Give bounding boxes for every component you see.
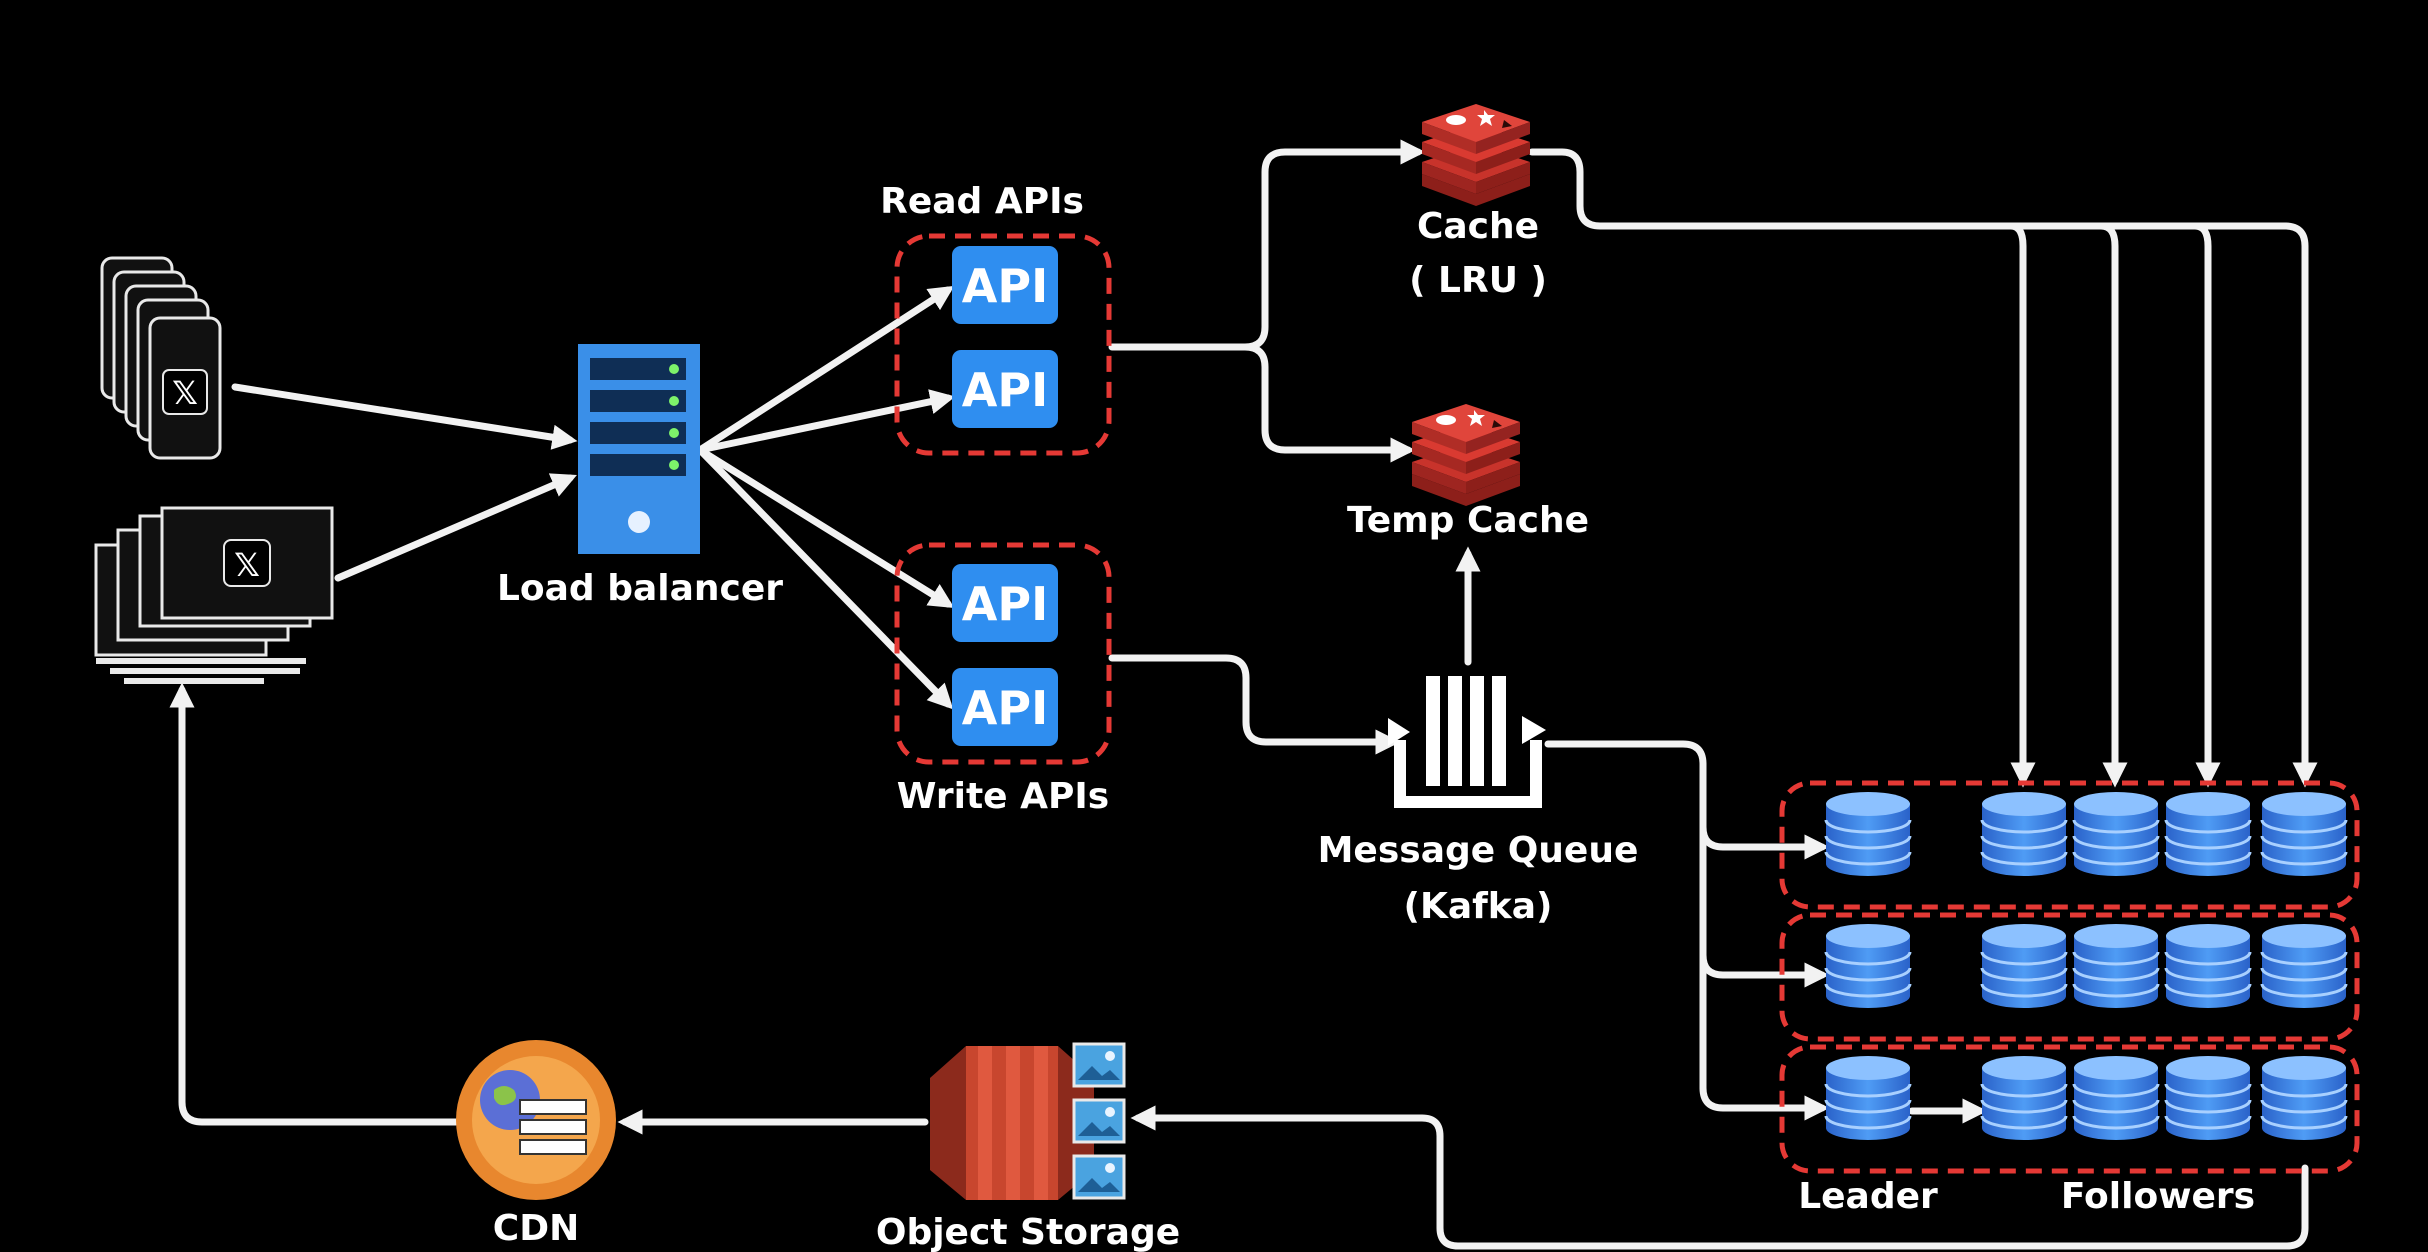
followers-label: Followers xyxy=(2061,1176,2255,1217)
connectors xyxy=(169,139,2318,1250)
cdn-label: CDN xyxy=(493,1208,579,1249)
lb-to-read-api-2-arrow xyxy=(696,389,956,454)
bus-drop-2 xyxy=(2097,222,2119,774)
monitors-stack: 𝕏 xyxy=(94,506,334,684)
server-icon xyxy=(578,344,700,554)
follower-db-3-1 xyxy=(1980,1054,2068,1142)
monitors-to-lb-arrow xyxy=(334,473,577,582)
cache-label: Cache xyxy=(1417,206,1539,247)
db-cluster-2 xyxy=(1779,912,2360,1042)
image-icon xyxy=(1072,1042,1126,1088)
follower-db-1-4 xyxy=(2260,790,2348,878)
phones-stack: 𝕏 xyxy=(100,256,222,460)
db-cluster-1 xyxy=(1779,780,2360,910)
leader-db-2 xyxy=(1824,922,1912,1010)
read-api-2-label: API xyxy=(962,363,1048,417)
message-queue-icon xyxy=(1388,676,1546,808)
lb-to-read-api-1-arrow xyxy=(696,285,955,454)
bus-drop-1 xyxy=(2007,222,2027,774)
read-apis-group xyxy=(894,233,1112,456)
load-balancer-label: Load balancer xyxy=(497,568,783,609)
queue-to-db-trunk xyxy=(1544,740,1707,1092)
read-api-1-label: API xyxy=(962,259,1048,313)
image-icon xyxy=(1072,1098,1126,1144)
follower-db-3-4 xyxy=(2260,1054,2348,1142)
follower-db-2-4 xyxy=(2260,922,2348,1010)
message-queue-impl-label: (Kafka) xyxy=(1404,886,1553,927)
write-apis-label: Write APIs xyxy=(897,776,1109,817)
db-cluster-3 xyxy=(1779,1044,2360,1174)
follower-db-2-1 xyxy=(1980,922,2068,1010)
follower-db-1-2 xyxy=(2072,790,2160,878)
queue-to-leader-2-arrow xyxy=(1699,951,1830,988)
queue-to-leader-3-arrow xyxy=(1699,1084,1830,1121)
read-apis-to-temp-cache-arrow xyxy=(1241,343,1416,463)
write-api-1-label: API xyxy=(962,577,1048,631)
lb-to-write-api-1-arrow xyxy=(696,446,955,608)
cdn-to-clients-line xyxy=(178,696,460,1126)
monitor-x-logo: 𝕏 xyxy=(234,546,260,584)
follower-db-2-2 xyxy=(2072,922,2160,1010)
cache-redis-icon xyxy=(1422,104,1530,206)
queue-to-leader-1-arrow xyxy=(1699,823,1830,860)
s3-bucket-icon xyxy=(930,1046,1094,1200)
bus-drop-3 xyxy=(2191,222,2212,774)
write-apis-group xyxy=(894,542,1112,765)
message-queue-label: Message Queue xyxy=(1318,830,1639,871)
follower-db-2-3 xyxy=(2164,922,2252,1010)
follower-db-3-2 xyxy=(2072,1054,2160,1142)
follower-db-1-3 xyxy=(2164,790,2252,878)
follower-db-3-3 xyxy=(2164,1054,2252,1142)
write-api-2-label: API xyxy=(962,681,1048,735)
leader-label: Leader xyxy=(1798,1176,1938,1217)
read-apis-label: Read APIs xyxy=(880,181,1084,222)
write-apis-to-queue-arrow xyxy=(1108,654,1401,755)
read-apis-to-cache-arrow xyxy=(1108,139,1426,351)
object-storage-label: Object Storage xyxy=(876,1212,1180,1252)
phone-x-logo: 𝕏 xyxy=(172,374,198,412)
lb-to-write-api-2-arrow xyxy=(696,446,954,710)
follower-db-1-1 xyxy=(1980,790,2068,878)
db-to-object-storage-arrow xyxy=(1130,1105,2309,1250)
leader-db-1 xyxy=(1824,790,1912,878)
image-icon xyxy=(1072,1154,1126,1200)
leader-db-3 xyxy=(1824,1054,1912,1142)
x-logo-icon xyxy=(223,539,271,587)
temp-cache-redis-icon xyxy=(1412,404,1520,506)
temp-cache-label: Temp Cache xyxy=(1347,500,1589,541)
cache-to-followers-bus xyxy=(1528,148,2309,774)
cdn-icon xyxy=(456,1040,616,1200)
x-logo-icon xyxy=(162,369,208,415)
cache-policy-label: ( LRU ) xyxy=(1409,260,1547,301)
phones-to-lb-arrow xyxy=(231,383,578,450)
